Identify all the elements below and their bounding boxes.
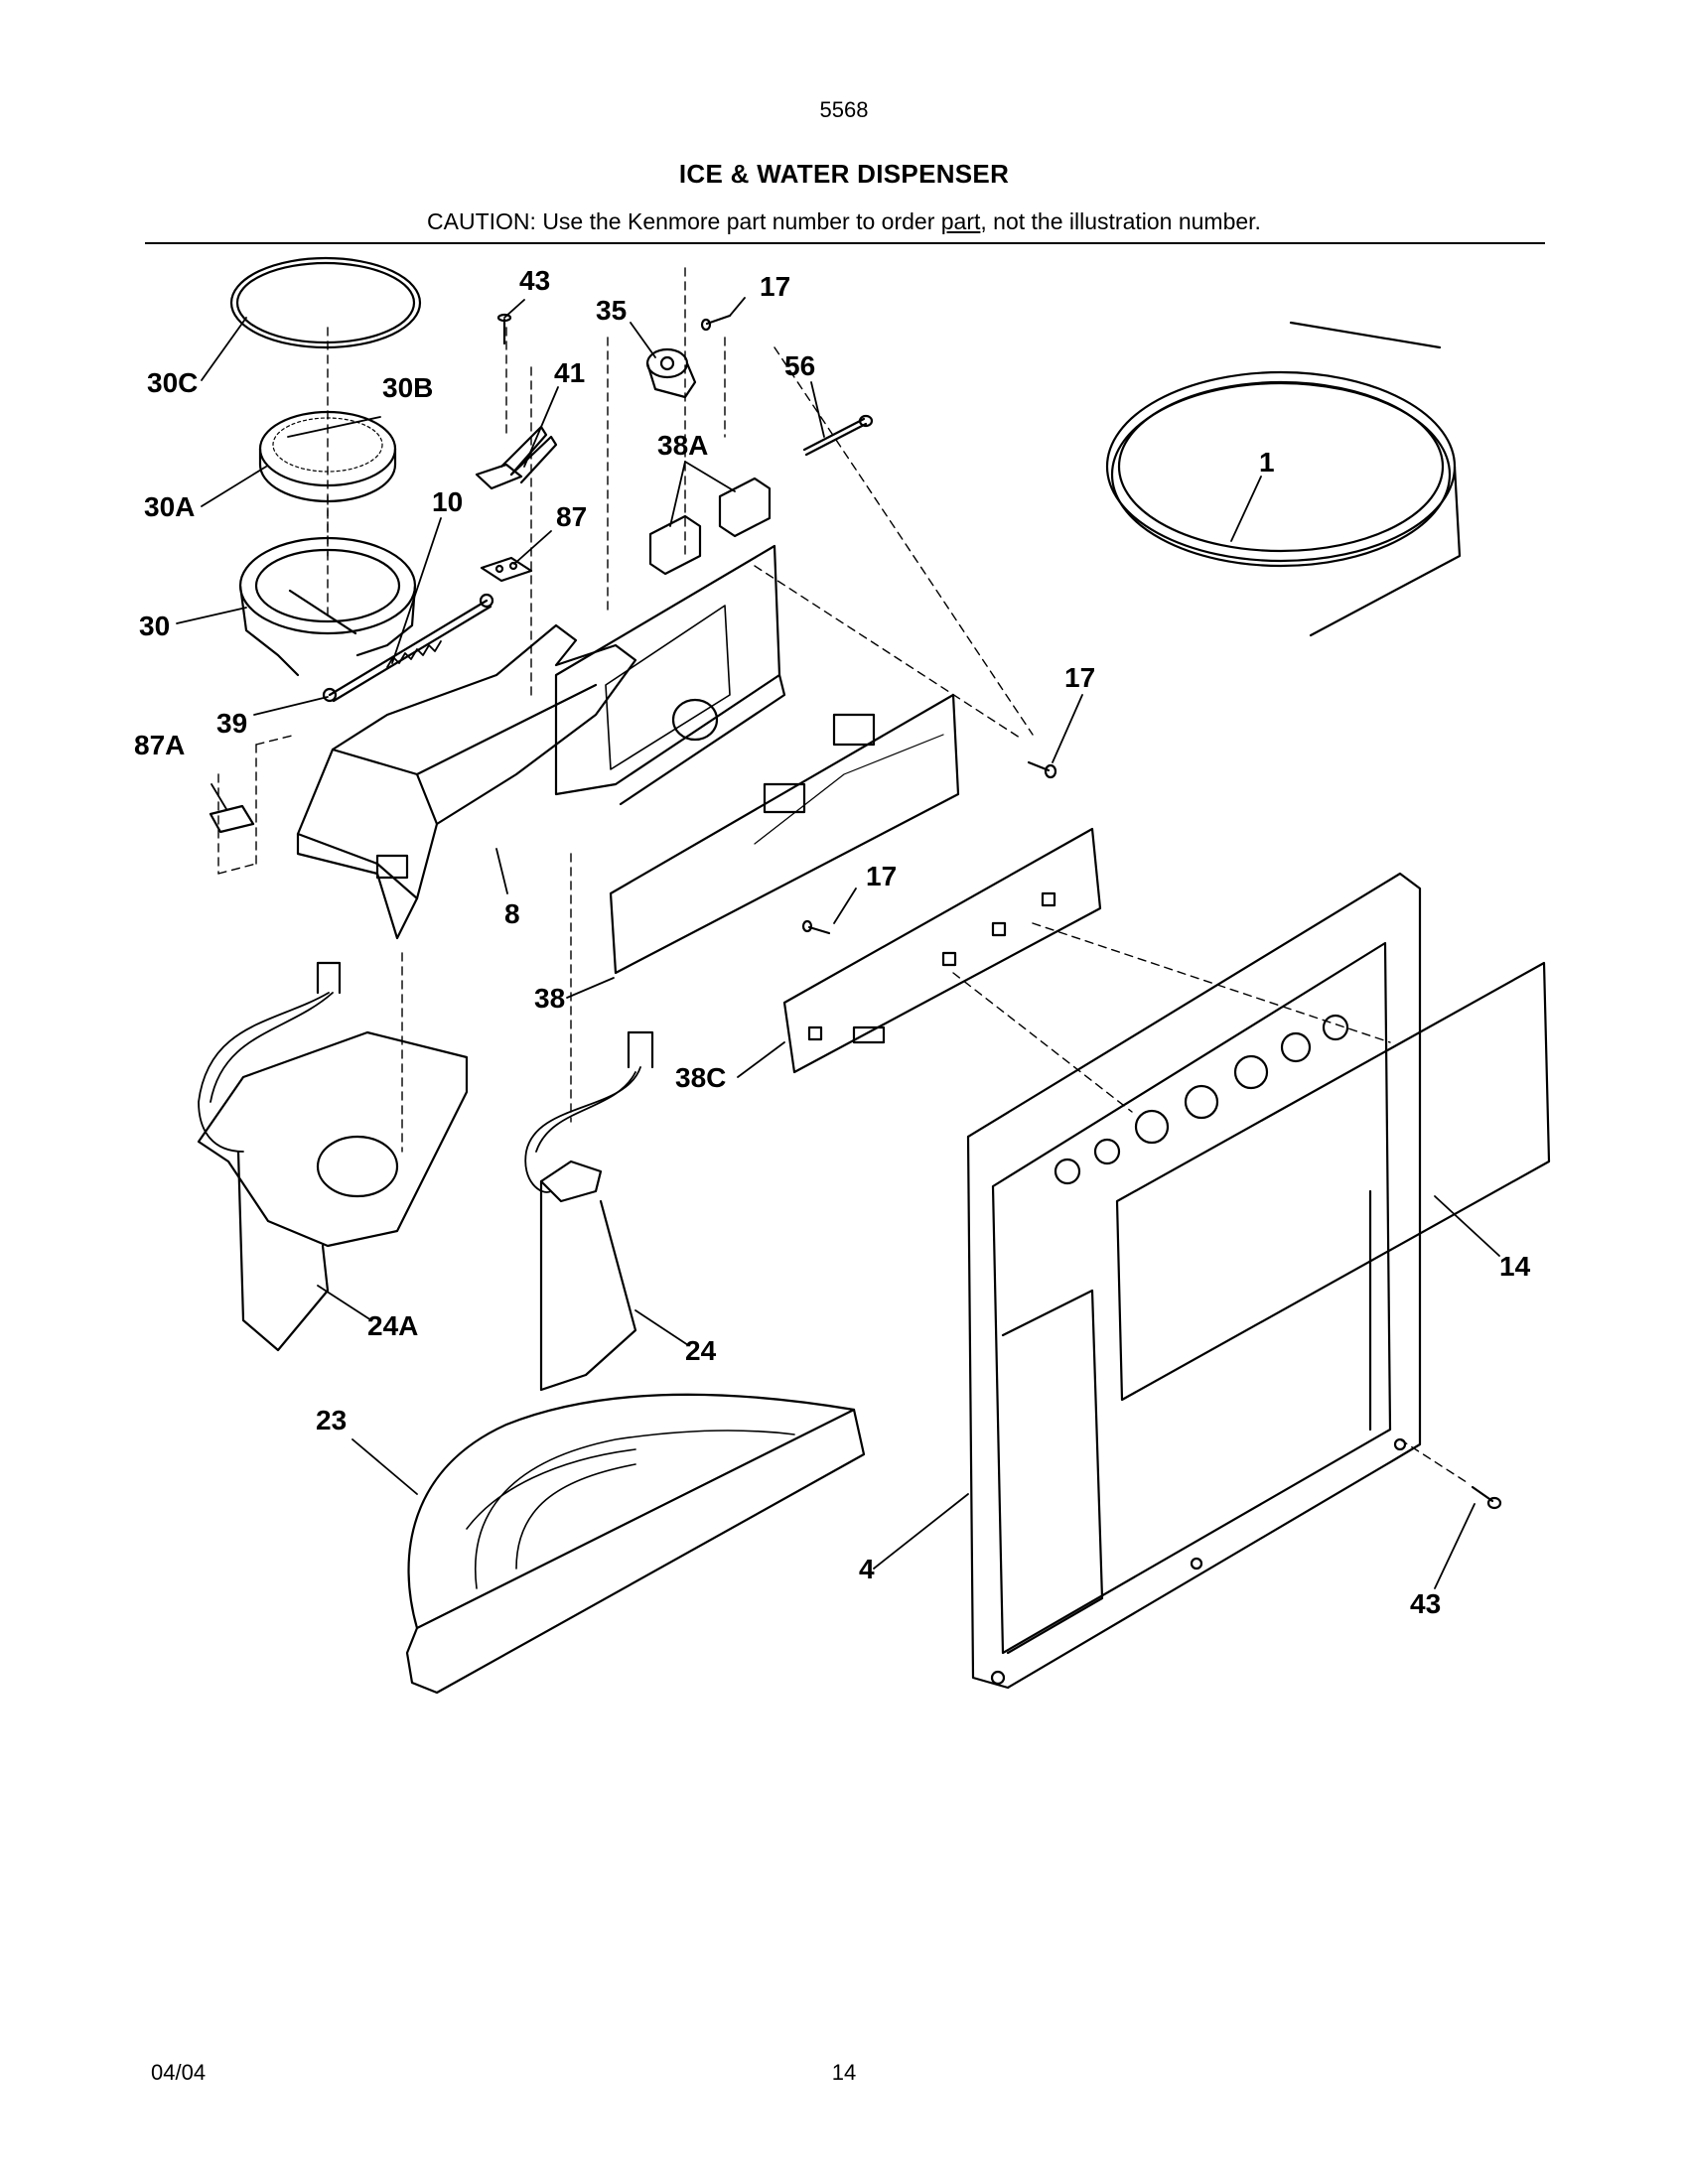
part-39-rod-and-10-spring [322,593,494,703]
callout-17-right: 17 [1064,662,1095,693]
part-24a-ice-chute [197,961,469,1352]
callout-30c: 30C [147,367,198,398]
part-35-motor [645,347,697,399]
callout-56: 56 [784,350,815,381]
part-8-dispenser-housing [296,623,637,940]
caution-prefix: CAUTION: Use the Kenmore part number to … [427,208,941,234]
callout-38: 38 [534,983,565,1014]
part-30a-cover [258,410,397,503]
part-30c-gasket [229,256,422,349]
part-56-long-screw [802,414,874,457]
callout-17-middle: 17 [866,861,897,891]
part-1-water-tubing [1105,321,1462,637]
caution-suffix: , not the illustration number. [980,208,1261,234]
callout-43-bottom: 43 [1410,1588,1441,1619]
callout-23: 23 [316,1405,347,1435]
page-title: ICE & WATER DISPENSER [678,159,1010,189]
callout-24: 24 [685,1335,717,1366]
part-mounting-bracket [554,544,786,806]
callout-14: 14 [1499,1251,1531,1282]
part-87-clip-plate [480,556,533,583]
part-87a-clip [209,804,255,834]
caution-part-word: part [940,208,981,234]
part-24-water-actuator [524,1030,654,1392]
callout-30a: 30A [144,491,195,522]
callout-4: 4 [859,1554,875,1584]
callout-87: 87 [556,501,587,532]
callout-8: 8 [504,898,520,929]
leader-lines [176,297,1500,1589]
part-38c-switch-board [782,827,1102,1074]
callout-87a: 87A [134,730,185,760]
part-43-screw-bottom [1471,1485,1502,1510]
callout-24a: 24A [367,1310,418,1341]
callout-39: 39 [216,708,247,739]
callout-1: 1 [1259,447,1275,478]
part-17-screw-middle [801,919,831,935]
callout-30b: 30B [382,372,433,403]
callout-38a: 38A [657,430,708,461]
callout-41: 41 [554,357,585,388]
callout-17-top: 17 [760,271,790,302]
footer-date: 04/04 [151,2060,207,2085]
part-41-bracket [475,425,558,490]
page-code: 5568 [819,97,869,122]
part-4-front-panel [966,872,1422,1690]
part-17-screw-right [1027,760,1057,779]
caution-note: CAUTION: Use the Kenmore part number to … [0,208,1688,235]
callout-labels: 30C 30B 30A 30 39 87A 10 43 41 87 35 17 … [134,265,1531,1619]
part-23-drip-tray [405,1393,866,1695]
callout-35: 35 [596,295,627,326]
callout-10: 10 [432,486,463,517]
callout-38c: 38C [675,1062,726,1093]
part-17-screw-top [700,314,732,332]
footer-page-number: 14 [831,2060,857,2085]
part-43-screw-top [496,313,512,345]
part-30-chute-housing [238,536,417,677]
part-38-control-board [609,693,960,975]
part-38a-switches [648,477,772,576]
header-rule [145,242,1545,244]
callout-43-top: 43 [519,265,550,296]
callout-30: 30 [139,611,170,641]
part-14-overlay [1115,961,1551,1402]
